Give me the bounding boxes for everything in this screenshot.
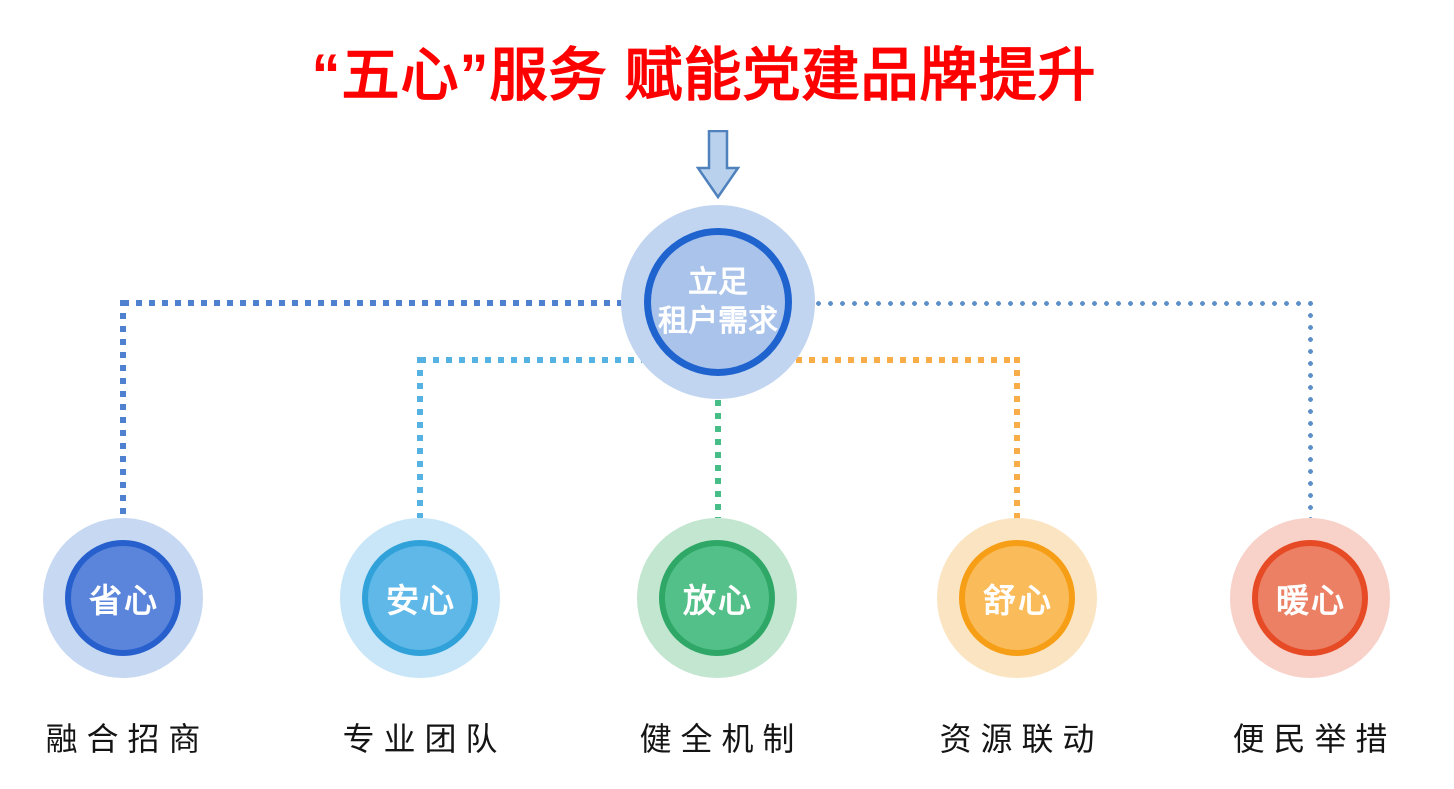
node-shuxin: 舒心 资 源 联 动 (937, 518, 1097, 760)
node-anxin: 安心 专 业 团 队 (340, 518, 500, 760)
node-halo: 放心 (637, 518, 797, 678)
page-title: “五心”服务 赋能党建品牌提升 (311, 43, 1097, 108)
node-label: 省心 (89, 582, 159, 619)
connector-nuanxin-horizontal (816, 301, 1313, 306)
connector-fangxin-vertical (715, 400, 721, 518)
node-halo: 舒心 (937, 518, 1097, 678)
node-caption: 专 业 团 队 (342, 721, 498, 757)
hub-node: 立足 租户需求 (621, 205, 815, 399)
connector-nuanxin-vertical (1308, 301, 1313, 518)
node-caption: 融 合 招 商 (45, 721, 201, 757)
down-arrow-icon (696, 130, 740, 200)
node-label: 放心 (683, 582, 753, 619)
node-circle: 放心 (659, 540, 775, 656)
node-halo: 安心 (340, 518, 500, 678)
node-circle: 安心 (362, 540, 478, 656)
hub-label-line1: 立足 (688, 266, 748, 299)
node-circle: 舒心 (959, 540, 1075, 656)
connector-anxin-vertical (417, 357, 423, 518)
node-halo: 省心 (43, 518, 203, 678)
connector-shengxin-horizontal (123, 300, 622, 306)
hub-inner-circle: 立足 租户需求 (644, 228, 792, 376)
node-fangxin: 放心 健 全 机 制 (637, 518, 797, 760)
node-caption: 资 源 联 动 (939, 721, 1095, 757)
node-caption: 便 民 举 措 (1232, 721, 1388, 757)
node-label: 安心 (386, 582, 456, 619)
connector-shuxin-horizontal (796, 357, 1017, 363)
connector-shengxin-vertical (120, 300, 126, 518)
node-label: 舒心 (983, 582, 1053, 619)
node-caption: 健 全 机 制 (639, 721, 795, 757)
node-halo: 暖心 (1230, 518, 1390, 678)
connector-anxin-horizontal (420, 357, 642, 363)
node-circle: 省心 (65, 540, 181, 656)
node-nuanxin: 暖心 便 民 举 措 (1230, 518, 1390, 760)
node-circle: 暖心 (1252, 540, 1368, 656)
connector-shuxin-vertical (1014, 357, 1020, 522)
node-shengxin: 省心 融 合 招 商 (43, 518, 203, 760)
node-label: 暖心 (1276, 582, 1346, 619)
hub-label-line2: 租户需求 (658, 305, 778, 338)
